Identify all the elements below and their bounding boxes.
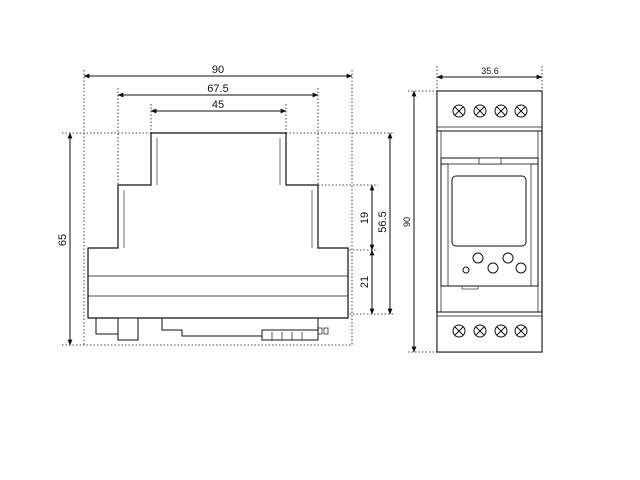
front-terminal-block-top [436, 90, 543, 132]
dim-label-67-5: 67.5 [207, 83, 228, 95]
front-led [462, 266, 470, 274]
dim-label-90: 90 [212, 64, 224, 76]
front-button-1 [472, 252, 484, 264]
dim-label-45: 45 [212, 99, 224, 111]
side-step-edge-left [123, 138, 158, 248]
screw-icon [514, 324, 528, 338]
front-screws-bottom [452, 324, 528, 338]
front-button-4 [515, 262, 527, 274]
front-display-window [451, 175, 527, 247]
screw-icon [473, 324, 487, 338]
screw-icon [452, 324, 466, 338]
front-terminal-block-bottom [436, 311, 543, 353]
screw-icon [452, 104, 466, 118]
dim-label-35-6: 35.6 [481, 66, 499, 76]
front-view [408, 66, 543, 353]
side-housing-outline [87, 132, 349, 319]
side-din-latch [117, 317, 139, 341]
screw-icon [494, 104, 508, 118]
front-button-2 [487, 262, 499, 274]
side-view [62, 70, 395, 346]
dim-label-65: 65 [57, 234, 69, 246]
front-screws-top [452, 104, 528, 118]
front-panel-tab [478, 157, 502, 165]
dim-label-56-5: 56.5 [377, 211, 389, 232]
side-step-edge-right [279, 138, 313, 248]
dim-label-front-90: 90 [402, 217, 412, 227]
dim-label-21: 21 [359, 276, 371, 288]
dim-label-19: 19 [359, 212, 371, 224]
screw-icon [514, 104, 528, 118]
front-button-3 [502, 252, 514, 264]
screw-icon [494, 324, 508, 338]
screw-icon [473, 104, 487, 118]
side-din-slider [261, 329, 319, 341]
